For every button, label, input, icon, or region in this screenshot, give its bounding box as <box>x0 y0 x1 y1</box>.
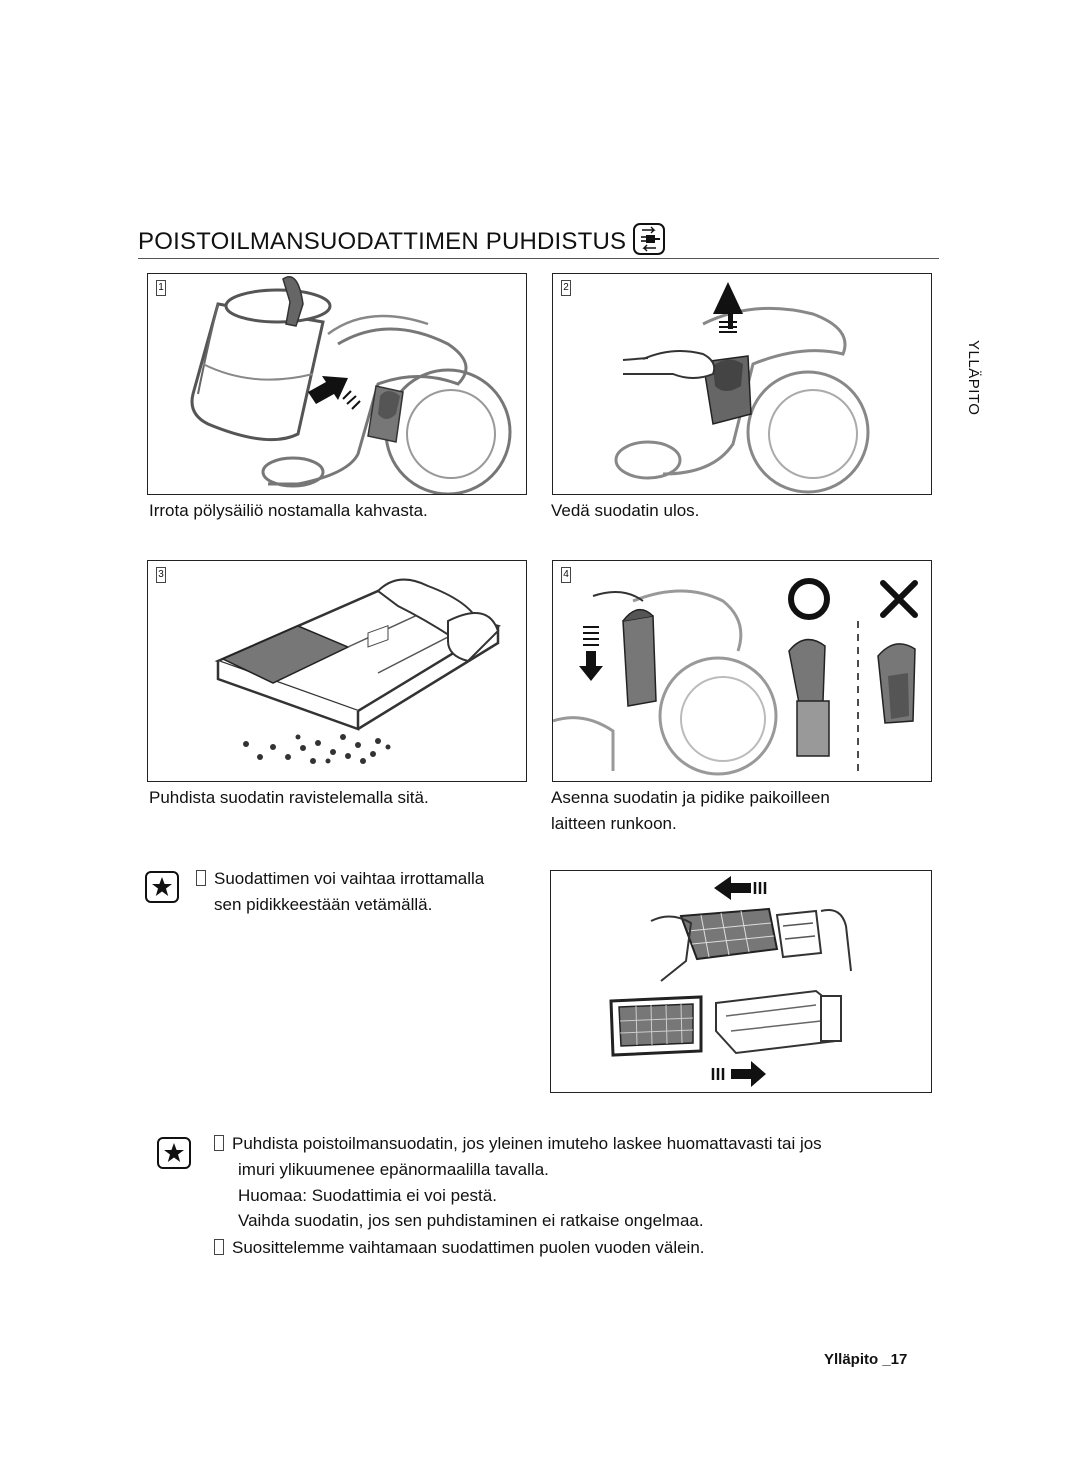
bullet-marker <box>214 1239 224 1255</box>
step-3-illustration: 3 <box>147 560 527 782</box>
filter-shake-drawing <box>214 578 502 764</box>
bullet-marker <box>214 1135 224 1151</box>
note-2-bullet-1-line4: Vaihda suodatin, jos sen puhdistaminen e… <box>238 1211 704 1230</box>
step-4-caption-line1: Asenna suodatin ja pidike paikoilleen <box>551 788 830 807</box>
filter-replace-illustration <box>550 870 932 1093</box>
step-1-number: 1 <box>156 280 166 296</box>
step-3-caption: Puhdista suodatin ravistelemalla sitä. <box>149 788 429 807</box>
note-2-bullet-2: Suosittelemme vaihtamaan suodattimen puo… <box>214 1234 705 1261</box>
vacuum-pull-filter-drawing <box>614 282 870 494</box>
step-4-caption-line2: laitteen runkoon. <box>551 814 677 833</box>
dust-particles <box>243 734 391 764</box>
note-2-bullet-1-line1: Puhdista poistoilmansuodatin, jos yleine… <box>214 1130 822 1157</box>
step-4-illustration: 4 <box>552 560 932 782</box>
step-2-number: 2 <box>561 280 571 296</box>
wrong-mark-icon <box>880 580 918 618</box>
page-title: POISTOILMANSUODATTIMEN PUHDISTUS <box>138 228 627 255</box>
note-1-line2: sen pidikkeestään vetämällä. <box>214 895 433 914</box>
note-1-line1: Suodattimen voi vaihtaa irrottamalla <box>196 865 484 892</box>
step-4-number: 4 <box>561 567 571 583</box>
star-note-icon <box>157 1137 191 1169</box>
step-1-caption: Irrota pölysäiliö nostamalla kahvasta. <box>149 501 428 520</box>
note-2-bullet-1-line2: imuri ylikuumenee epänormaalilla tavalla… <box>238 1160 549 1179</box>
filter-replace-drawing <box>609 876 852 1087</box>
bullet-marker <box>196 870 206 886</box>
step-2-caption: Vedä suodatin ulos. <box>551 501 700 520</box>
vacuum-remove-bin-drawing <box>190 276 512 494</box>
step-2-illustration: 2 <box>552 273 932 495</box>
title-underline <box>138 258 939 259</box>
step-1-illustration: 1 <box>147 273 527 495</box>
filter-insert-drawing <box>553 578 918 776</box>
unplug-icon <box>633 223 665 255</box>
note-2-bullet-1-line3: Huomaa: Suodattimia ei voi pestä. <box>238 1186 497 1205</box>
step-3-number: 3 <box>156 567 166 583</box>
page-footer: Ylläpito _17 <box>824 1351 908 1368</box>
side-tab-label: YLLÄPITO <box>965 340 982 416</box>
star-note-icon <box>145 871 179 903</box>
correct-mark-icon <box>788 578 830 620</box>
